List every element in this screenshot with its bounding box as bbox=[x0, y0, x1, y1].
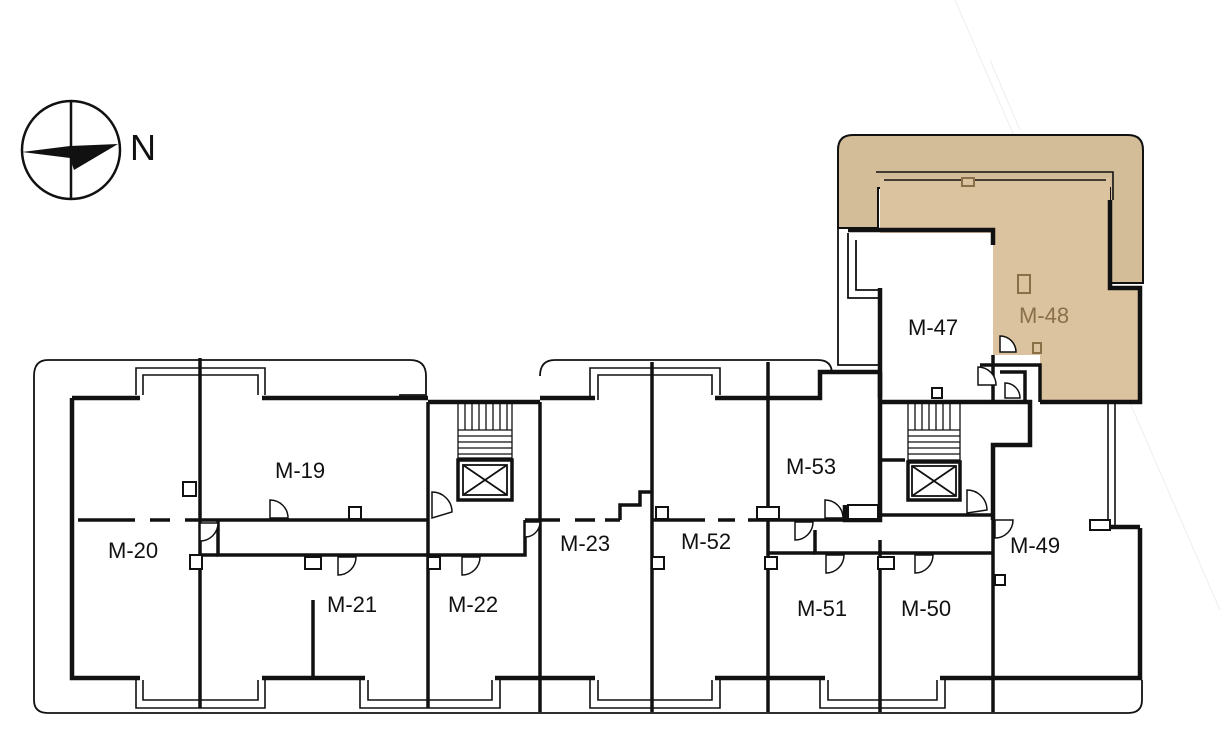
door-m21-icon bbox=[337, 556, 357, 576]
elevator-right-icon bbox=[911, 465, 957, 497]
door-m50-icon bbox=[914, 554, 934, 574]
door-swings bbox=[199, 335, 1021, 576]
door-m51-icon bbox=[825, 554, 845, 574]
window-recesses bbox=[135, 171, 1116, 709]
room-label-m47[interactable]: M-47 bbox=[908, 315, 958, 340]
elevator-left-icon bbox=[462, 464, 508, 496]
north-arrow-icon bbox=[22, 144, 118, 170]
room-label-m23[interactable]: M-23 bbox=[560, 531, 610, 556]
unit-m48-floor bbox=[880, 178, 1140, 402]
unit-m48-highlight[interactable] bbox=[837, 134, 1144, 402]
door-m23-icon bbox=[524, 521, 541, 538]
compass: N bbox=[20, 99, 156, 201]
door-m53-icon bbox=[824, 499, 844, 519]
stairs-right bbox=[907, 401, 961, 461]
door-m47-icon bbox=[977, 366, 997, 386]
room-label-m22[interactable]: M-22 bbox=[448, 592, 498, 617]
door-stair-left-icon bbox=[431, 491, 453, 520]
room-label-m52[interactable]: M-52 bbox=[681, 529, 731, 554]
shafts bbox=[182, 177, 1111, 586]
room-label-m48[interactable]: M-48 bbox=[1019, 303, 1069, 328]
interior-walls bbox=[78, 355, 1042, 712]
room-label-m51[interactable]: M-51 bbox=[797, 596, 847, 621]
door-m49-icon bbox=[994, 519, 1014, 539]
compass-label: N bbox=[130, 127, 156, 168]
exterior-walls bbox=[69, 200, 1143, 681]
room-label-m53[interactable]: M-53 bbox=[786, 454, 836, 479]
room-label-m20[interactable]: M-20 bbox=[108, 538, 158, 563]
room-label-m19[interactable]: M-19 bbox=[275, 458, 325, 483]
door-stair-right-icon bbox=[966, 489, 988, 514]
room-label-m49[interactable]: M-49 bbox=[1010, 533, 1060, 558]
stairs-left bbox=[457, 401, 513, 459]
door-m52-icon bbox=[794, 521, 814, 541]
room-label-m50[interactable]: M-50 bbox=[901, 596, 951, 621]
door-m22-icon bbox=[461, 556, 481, 576]
door-m48-icon bbox=[999, 335, 1017, 353]
door-wc-icon bbox=[1004, 382, 1021, 399]
room-labels: M-19 M-20 M-21 M-22 M-23 M-52 M-53 M-47 … bbox=[108, 303, 1069, 621]
door-m20-icon bbox=[199, 522, 219, 542]
terrace-outlines bbox=[33, 228, 1143, 714]
door-m19-icon bbox=[269, 499, 289, 519]
room-label-m21[interactable]: M-21 bbox=[327, 592, 377, 617]
